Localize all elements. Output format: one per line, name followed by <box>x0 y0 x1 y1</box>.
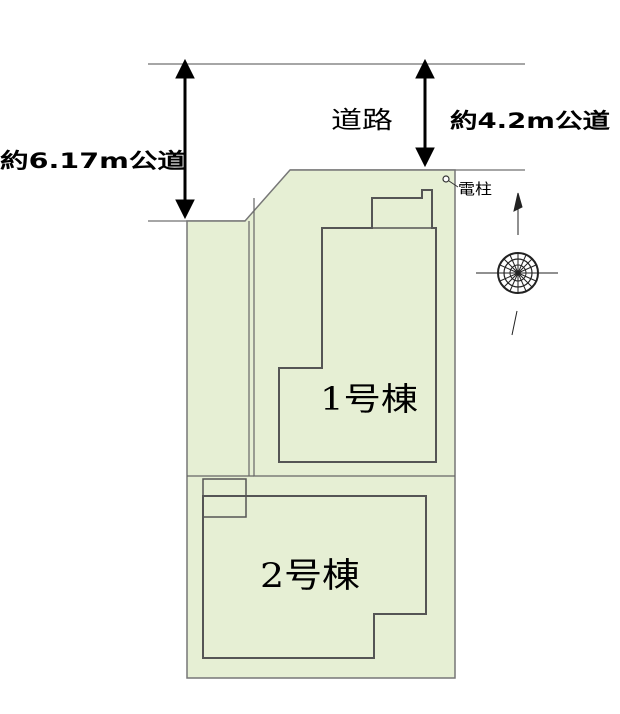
building-2-annex <box>202 478 247 518</box>
building-1-label: 1号棟 <box>320 380 418 418</box>
utility-pole-label: 電柱 <box>458 180 492 198</box>
road-width-left-label: 約6.17m公道 <box>0 149 186 173</box>
road-name-label: 道路 <box>331 106 393 134</box>
building-2-outline <box>202 495 427 659</box>
utility-pole-icon <box>442 175 459 188</box>
road-width-right-label: 約4.2m公道 <box>450 109 610 133</box>
compass-rose-icon <box>476 192 558 336</box>
dimension-arrow-right <box>415 58 435 168</box>
dimension-arrow-left <box>175 58 195 220</box>
building-2-label: 2号棟 <box>260 556 360 596</box>
